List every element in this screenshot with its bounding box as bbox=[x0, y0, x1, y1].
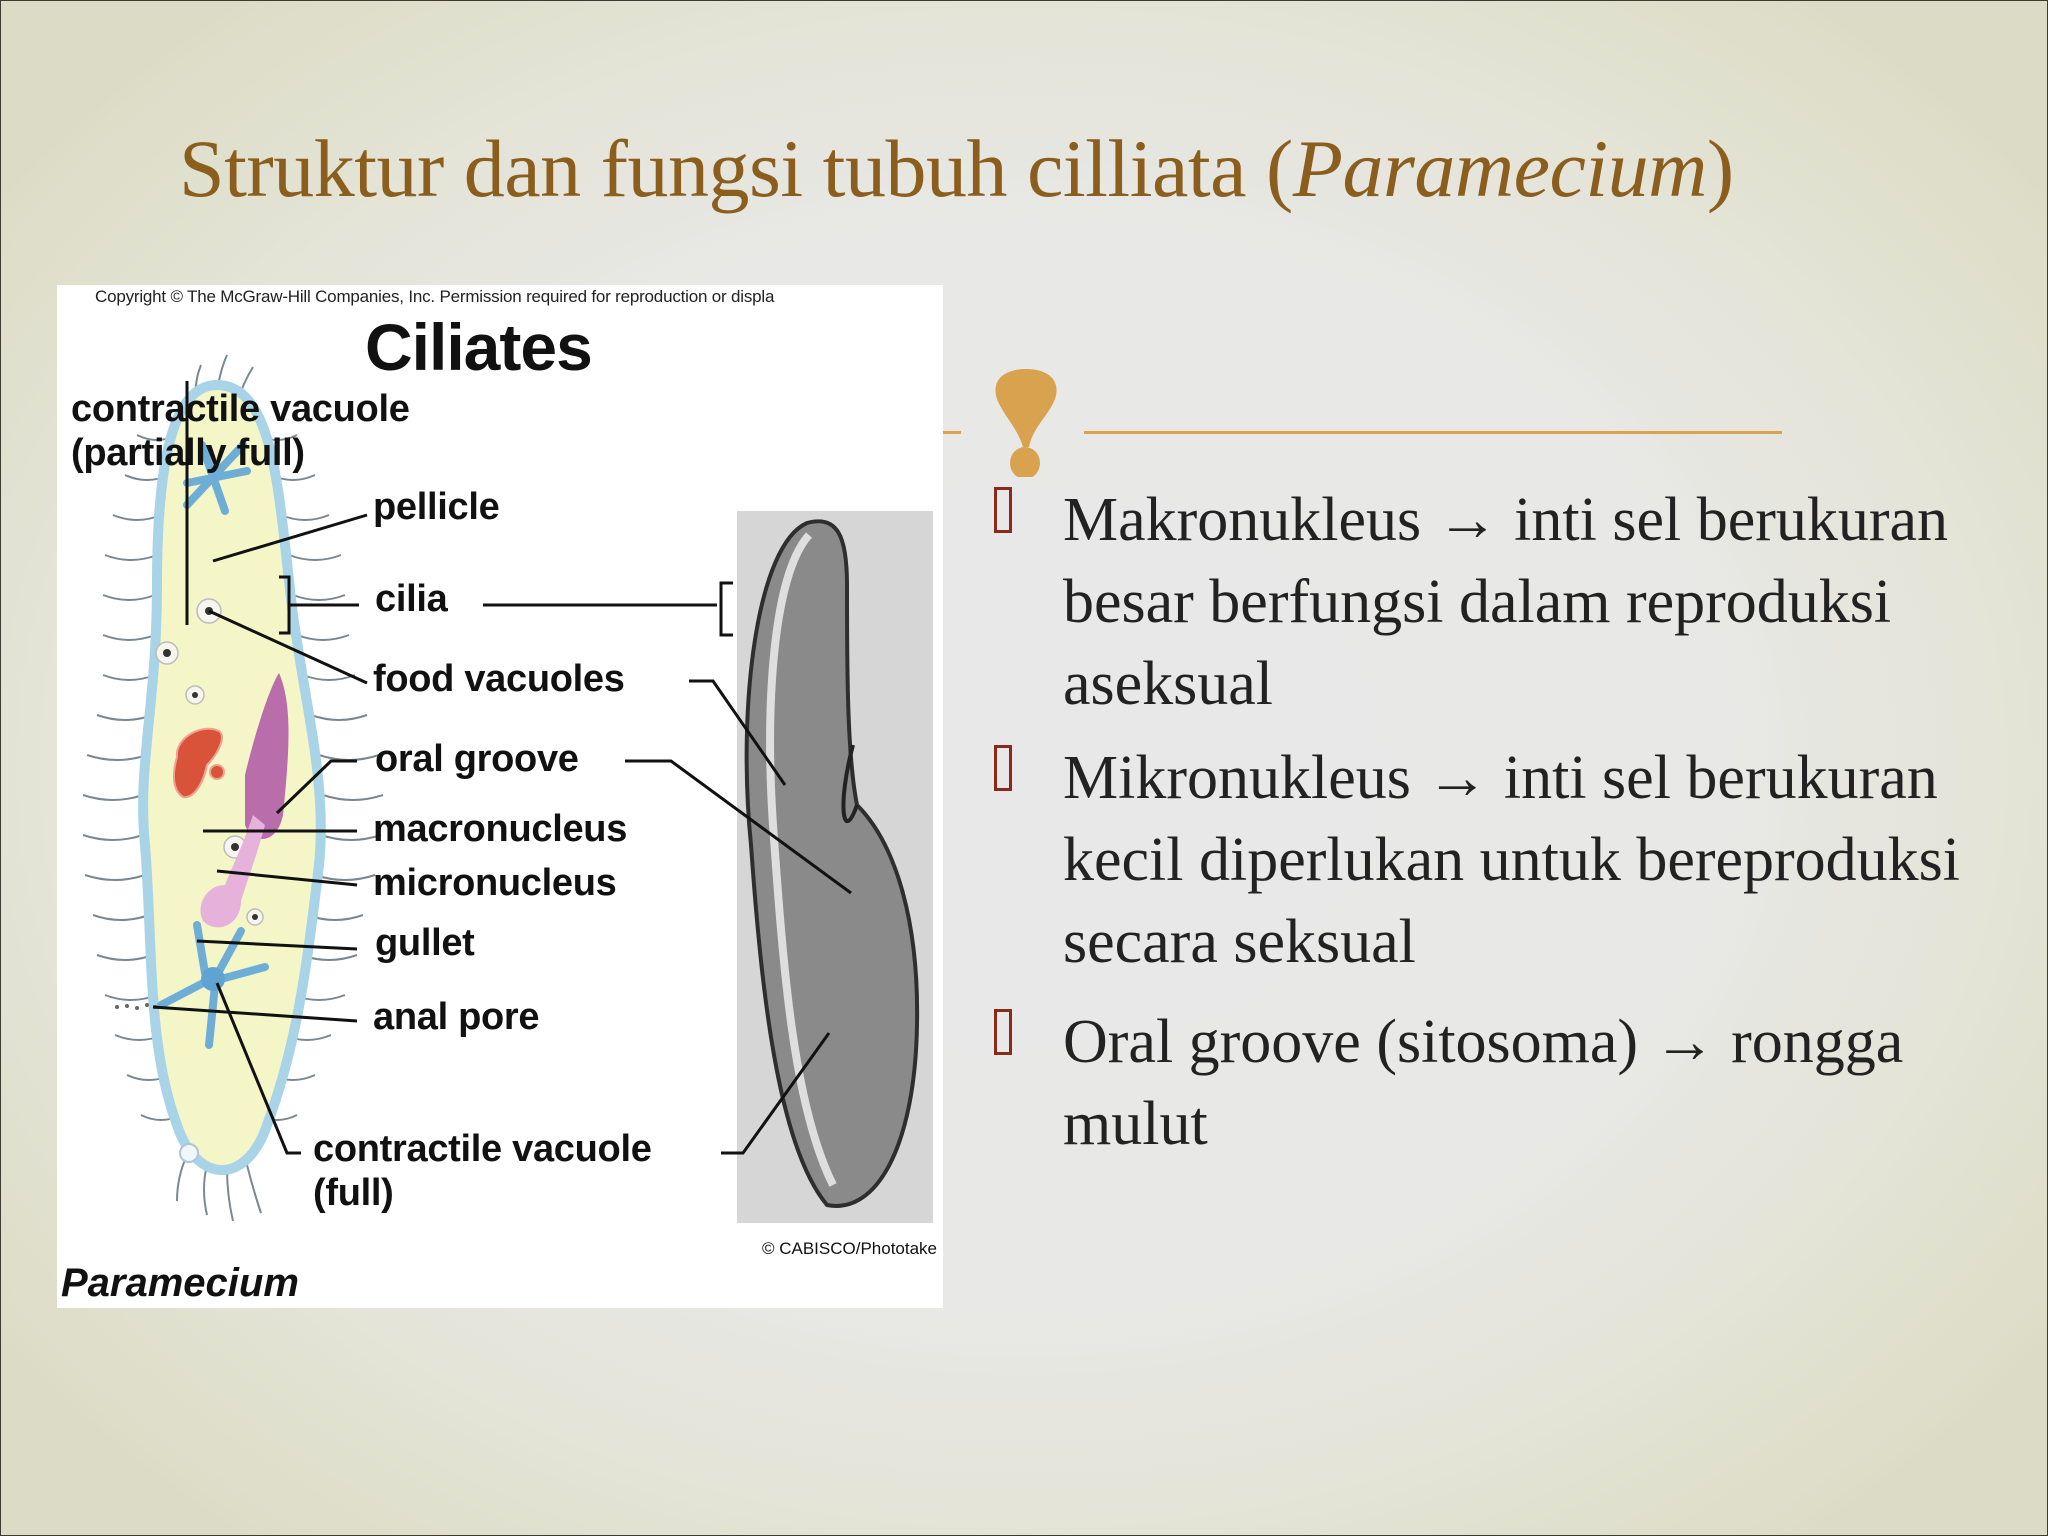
paramecium-diagram-illustration bbox=[82, 354, 933, 1223]
bullet-text: Mikronukleus → inti sel berukuran kecil … bbox=[1063, 744, 1961, 976]
label-cilia: cilia bbox=[375, 578, 448, 620]
micronucleus-shape bbox=[209, 764, 225, 780]
figure-copyright: Copyright © The McGraw-Hill Companies, I… bbox=[95, 287, 775, 306]
divider-line-left bbox=[943, 431, 961, 434]
missing-glyph-box-icon bbox=[994, 745, 1012, 791]
missing-glyph-box-icon bbox=[994, 1009, 1012, 1055]
label-pellicle: pellicle bbox=[373, 486, 500, 528]
label-partially-full: (partially full) bbox=[71, 432, 305, 474]
title-suffix: ) bbox=[1706, 123, 1734, 214]
oral-groove-shape bbox=[245, 673, 289, 839]
paramecium-body bbox=[138, 379, 326, 1175]
photo-credit: © CABISCO/Phototake bbox=[761, 1239, 937, 1258]
bullet-list: Makronukleus → inti sel berukuran besar … bbox=[981, 479, 1981, 1165]
label-food-vacuoles: food vacuoles bbox=[373, 658, 625, 700]
label-anal-pore: anal pore bbox=[373, 996, 540, 1038]
title-italic: Paramecium bbox=[1292, 123, 1708, 214]
label-full: (full) bbox=[313, 1172, 394, 1214]
label-contractile-vacuole-top: contractile vacuole bbox=[71, 388, 410, 430]
slide-title: Struktur dan fungsi tubuh cilliata (Para… bbox=[179, 119, 1734, 219]
bullet-text: Oral groove (sitosoma) → rongga mulut bbox=[1063, 1008, 1904, 1158]
missing-glyph-box-icon bbox=[994, 487, 1012, 533]
contractile-vacuole-bottom bbox=[157, 921, 269, 1049]
bullet-item: Oral groove (sitosoma) → rongga mulut bbox=[981, 1001, 1981, 1165]
label-oral-groove: oral groove bbox=[375, 738, 579, 780]
bullet-text: Makronukleus → inti sel berukuran besar … bbox=[1063, 486, 1949, 718]
figure-title: Ciliates bbox=[365, 310, 593, 384]
exclamation-ornament-icon bbox=[995, 369, 1057, 477]
paramecium-figure: Copyright © The McGraw-Hill Companies, I… bbox=[57, 285, 943, 1308]
bullet-item: Mikronukleus → inti sel berukuran kecil … bbox=[981, 737, 1981, 983]
label-gullet: gullet bbox=[375, 922, 475, 964]
title-prefix: Struktur dan fungsi tubuh cilliata ( bbox=[179, 123, 1293, 214]
label-micronucleus: micronucleus bbox=[373, 862, 617, 904]
macronucleus-shape bbox=[172, 727, 223, 799]
divider-line-right bbox=[1084, 431, 1782, 434]
leader-lines bbox=[152, 381, 852, 1155]
anal-pore-debris bbox=[115, 1003, 157, 1010]
contractile-vacuole-center bbox=[201, 967, 225, 991]
contractile-vacuole-top bbox=[183, 441, 251, 515]
label-macronucleus: macronucleus bbox=[373, 808, 628, 850]
label-contractile-vacuole-bottom: contractile vacuole bbox=[313, 1128, 652, 1170]
figure-species-caption: Paramecium bbox=[61, 1261, 299, 1305]
bullet-item: Makronukleus → inti sel berukuran besar … bbox=[981, 479, 1981, 725]
